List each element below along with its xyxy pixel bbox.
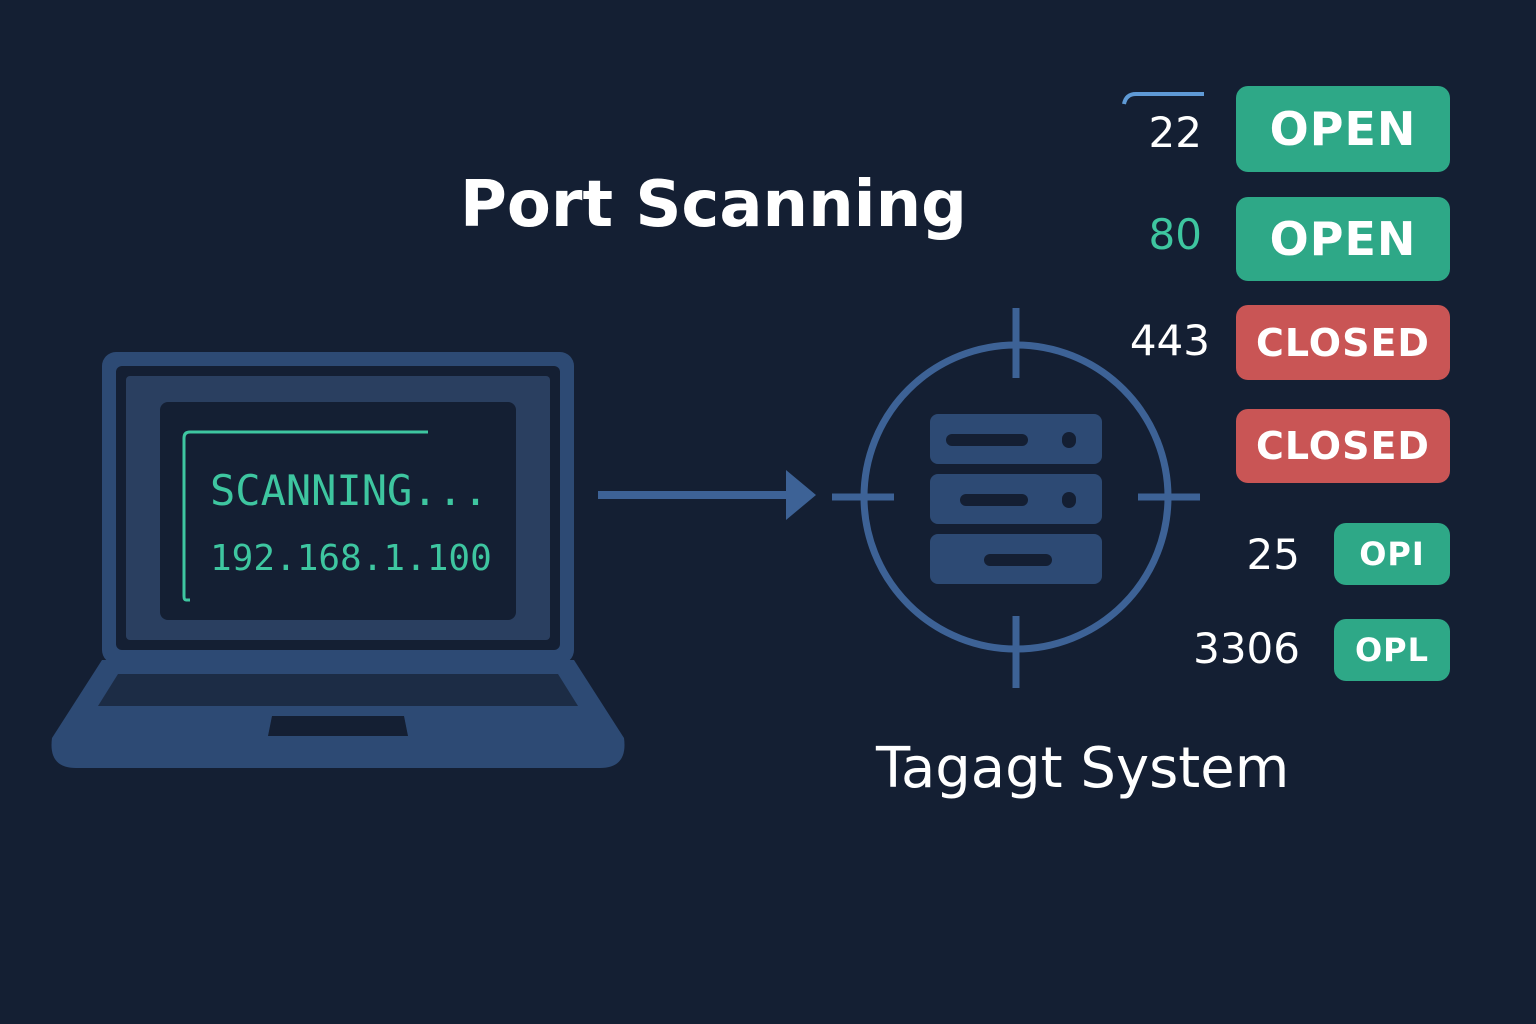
port-status-badge: OPEN [1236,197,1450,281]
port-status-badge: OPL [1334,619,1450,681]
terminal-window: SCANNING... 192.168.1.100 [182,430,492,602]
port-number: 25 [1246,530,1300,579]
laptop-icon [51,352,625,768]
page-title: Port Scanning [460,168,967,242]
terminal-status: SCANNING... [210,466,488,515]
server-icon [930,414,1102,584]
crosshair-icon [832,308,1200,688]
port-status-badge: OPI [1334,523,1450,585]
port-number: 80 [1148,210,1202,259]
port-number: 22 [1148,108,1202,157]
target-system-label: Tagagt System [876,736,1290,801]
arrow-right-icon [598,470,816,520]
accent-bracket [1122,92,1204,105]
terminal-ip: 192.168.1.100 [210,538,492,579]
port-status-badge: CLOSED [1236,409,1450,483]
port-status-badge: CLOSED [1236,305,1450,380]
port-status-badge: OPEN [1236,86,1450,172]
port-number: 443 [1129,316,1210,365]
port-number: 3306 [1193,624,1300,673]
